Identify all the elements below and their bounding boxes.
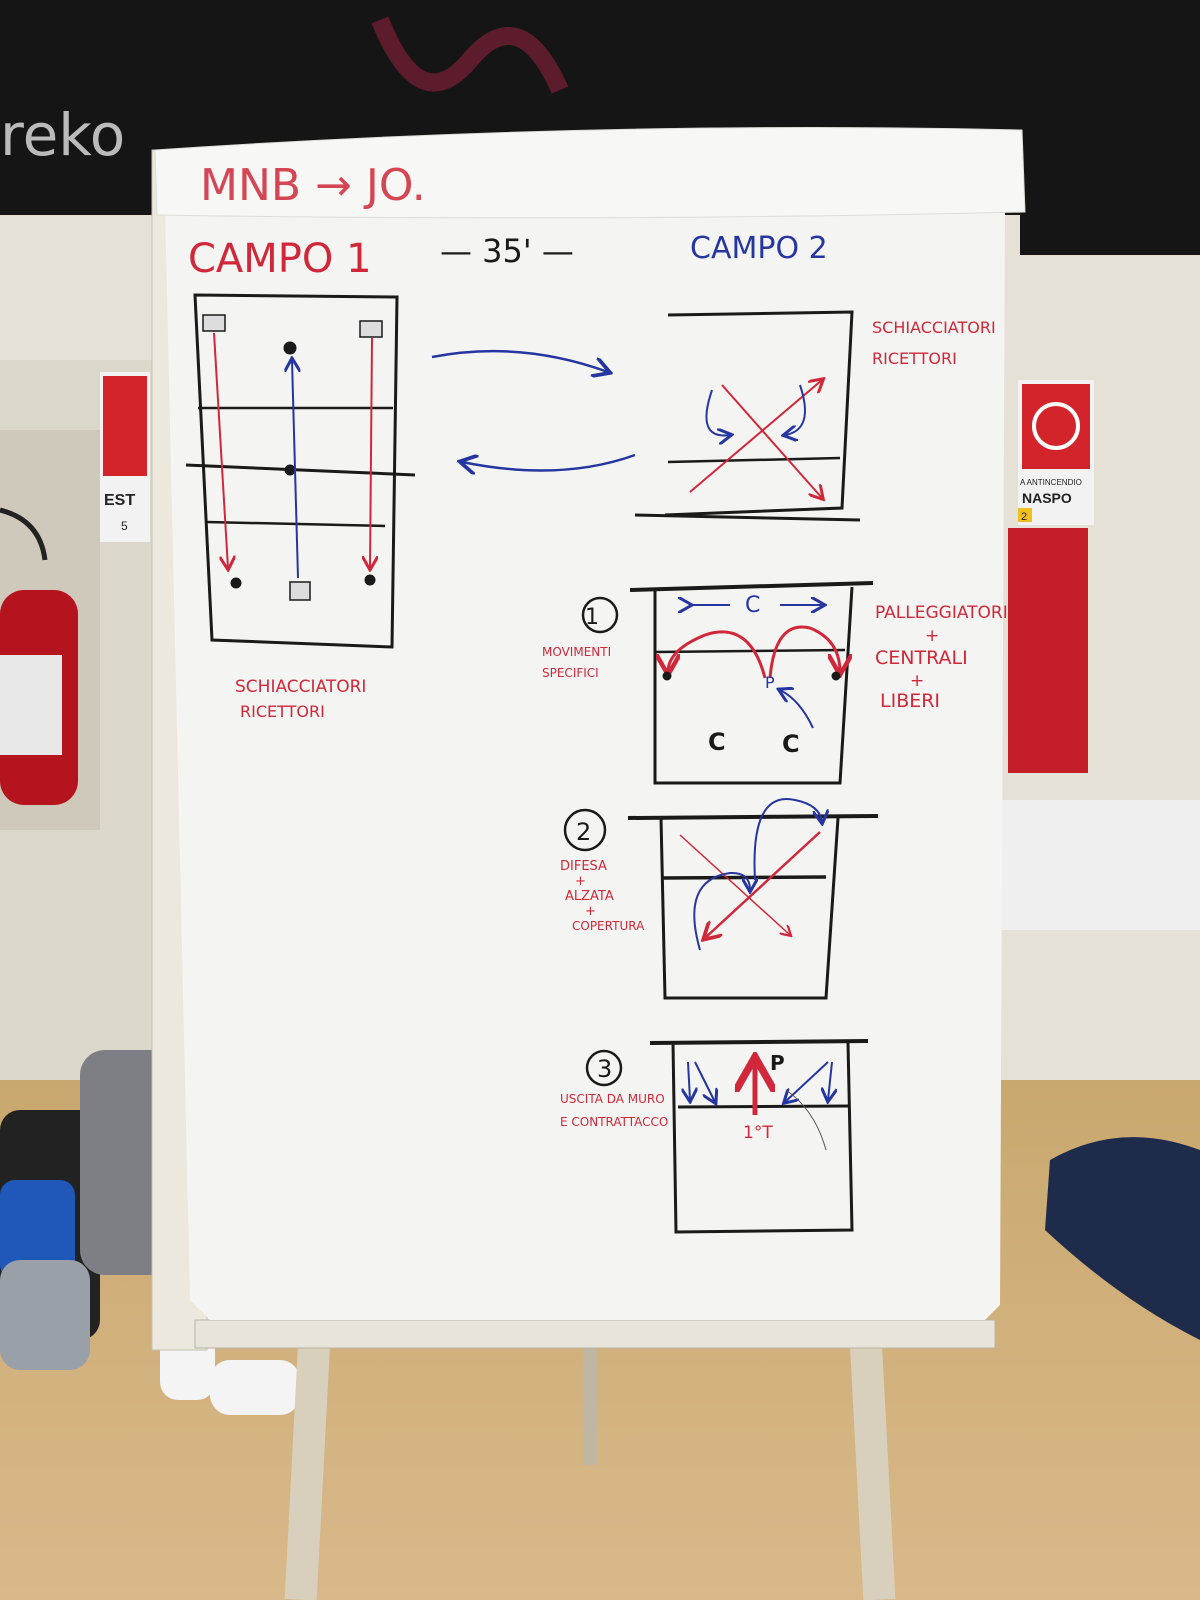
svg-text:A ANTINCENDIO: A ANTINCENDIO [1020,478,1082,487]
drill-2-left-line2: ALZATA [565,889,614,904]
graffiti-text: reko [0,101,125,169]
fire-hose-sign: A ANTINCENDIO NASPO 2 [1018,380,1094,525]
campo1-court-diagram [185,293,416,649]
rolled-page-band [154,127,1026,219]
hose-cabinet [1008,528,1088,773]
drill-3-setter: P [770,1051,785,1075]
plus-sign: + [585,904,596,919]
rotation-arrow-left [462,455,636,471]
drill-1-right-line1: PALLEGGIATORI [875,603,1008,623]
campo2-label-line1: SCHIACCIATORI [872,318,996,337]
plus-sign: + [925,626,939,646]
fire-extinguisher [0,507,78,805]
campo2-label-line2: RICETTORI [872,349,957,368]
easel-tray [194,1319,996,1349]
campo2-court-diagram [634,310,861,522]
drill-1-setter: P [765,673,775,692]
drill-1-right-line3: LIBERI [880,690,940,712]
drill-1-right-line2: CENTRALI [875,647,968,669]
navy-bag [1045,1137,1200,1340]
campo1-label-line1: SCHIACCIATORI [235,677,366,697]
drill-3-left-line1: USCITA DA MURO [560,1092,665,1106]
drill-3-left-line2: E CONTRATTACCO [560,1115,668,1129]
plus-sign: + [575,874,586,889]
drill-2-number: 2 [576,818,591,846]
drill-1-letter-a: C [708,728,726,756]
drill-1-left-line2: SPECIFICI [542,666,599,680]
drill-1-letter-b: C [782,730,800,758]
campo1-label-line2: RICETTORI [240,702,325,721]
rolled-note: MNB → JO. [200,160,426,211]
drill-3-number: 3 [597,1055,612,1083]
drill-2-left-line1: DIFESA [560,859,607,874]
plus-sign: + [910,671,924,691]
drill-3-diagram [585,1039,869,1234]
campo2-title: CAMPO 2 [690,231,828,266]
campo1-title: CAMPO 1 [188,236,372,282]
drill-1-diagram [581,581,874,785]
duration-label: — 35' — [440,232,574,270]
drill-2-left-line3: COPERTURA [572,919,645,933]
drill-1-number: 1 [585,605,599,630]
backpacks [0,1050,1200,1370]
flipchart-paper [165,200,1005,1320]
drill-1-left-line1: MOVIMENTI [542,645,611,659]
drill-2-diagram [563,798,879,1000]
exit-sign-number: 5 [121,519,128,533]
svg-text:NASPO: NASPO [1022,490,1072,506]
drill-3-tempo-label: 1°T [743,1123,773,1143]
exit-sign-label: EST [104,492,135,509]
svg-text:2: 2 [1021,511,1027,523]
drill-1-center-letter: C [745,593,760,618]
exit-sign: EST 5 [100,372,150,542]
rotation-arrow-right [431,349,608,372]
